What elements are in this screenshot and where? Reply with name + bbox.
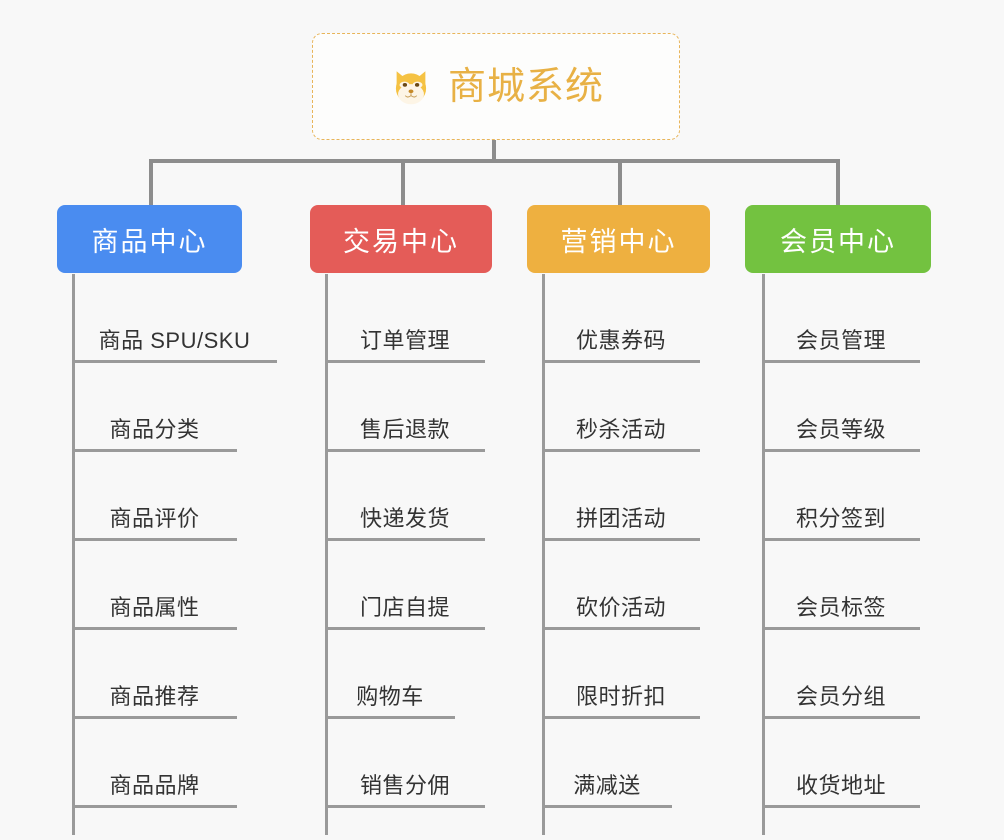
leaf-item[interactable]: 售后退款 xyxy=(325,363,485,452)
branch-drop-connector-3 xyxy=(618,159,622,206)
branch-drop-connector-2 xyxy=(401,159,405,206)
leaf-label: 商品 SPU/SKU xyxy=(98,327,251,353)
leaf-item[interactable]: 商品分类 xyxy=(72,363,237,452)
branch-label-1: 商品中心 xyxy=(91,226,208,257)
leaf-item[interactable]: 会员等级 xyxy=(762,363,920,452)
leaf-label: 满减送 xyxy=(573,772,641,798)
branch-drop-connector-1 xyxy=(149,159,153,206)
branch-box-1[interactable]: 商品中心 xyxy=(57,205,242,273)
leaf-label: 商品属性 xyxy=(109,594,200,620)
dog-face-icon xyxy=(395,70,427,104)
leaf-label: 商品评价 xyxy=(109,505,200,531)
branch-label-2: 交易中心 xyxy=(343,226,459,257)
horizontal-bus-connector xyxy=(149,159,840,163)
leaf-item[interactable]: 积分签到 xyxy=(762,452,920,541)
leaf-label: 秒杀活动 xyxy=(575,416,666,442)
leaf-label: 会员管理 xyxy=(795,327,886,353)
leaf-label: 购物车 xyxy=(356,683,424,709)
root-stem-connector xyxy=(492,140,496,163)
branch-label-4: 会员中心 xyxy=(780,226,896,257)
leaf-item[interactable]: 会员管理 xyxy=(762,274,920,363)
leaf-item[interactable]: 会员分组 xyxy=(762,630,920,719)
leaf-label: 商品推荐 xyxy=(109,683,200,709)
leaf-trunk-4 xyxy=(762,274,765,835)
leaf-item[interactable]: 会员标签 xyxy=(762,541,920,630)
leaf-item[interactable]: 商品 SPU/SKU xyxy=(72,274,277,363)
leaf-item[interactable]: 商品推荐 xyxy=(72,630,237,719)
leaf-label: 优惠券码 xyxy=(575,327,666,353)
leaf-label: 门店自提 xyxy=(359,594,450,620)
leaf-item[interactable]: 商品属性 xyxy=(72,541,237,630)
leaf-label: 砍价活动 xyxy=(575,594,666,620)
leaf-item[interactable]: 快递发货 xyxy=(325,452,485,541)
leaf-trunk-3 xyxy=(542,274,545,835)
branch-box-3[interactable]: 营销中心 xyxy=(527,205,710,273)
leaf-item[interactable]: 商品品牌 xyxy=(72,719,237,808)
leaf-label: 收货地址 xyxy=(795,772,886,798)
leaf-item[interactable]: 优惠券码 xyxy=(542,274,700,363)
leaf-item[interactable]: 订单管理 xyxy=(325,274,485,363)
leaf-label: 快递发货 xyxy=(359,505,450,531)
leaf-label: 商品品牌 xyxy=(109,772,200,798)
leaf-label: 会员等级 xyxy=(795,416,886,442)
leaf-label: 会员分组 xyxy=(795,683,886,709)
branch-label-3: 营销中心 xyxy=(560,226,677,257)
leaf-item[interactable]: 拼团活动 xyxy=(542,452,700,541)
branch-box-4[interactable]: 会员中心 xyxy=(745,205,931,273)
leaf-item[interactable]: 收货地址 xyxy=(762,719,920,808)
leaf-item[interactable]: 限时折扣 xyxy=(542,630,700,719)
leaf-label: 积分签到 xyxy=(795,505,886,531)
leaf-label: 会员标签 xyxy=(795,594,886,620)
leaf-item[interactable]: 销售分佣 xyxy=(325,719,485,808)
root-title: 商城系统 xyxy=(447,65,604,108)
leaf-label: 商品分类 xyxy=(109,416,200,442)
branch-drop-connector-4 xyxy=(836,159,840,206)
root-node[interactable]: 商城系统 xyxy=(312,33,680,140)
leaf-item[interactable]: 秒杀活动 xyxy=(542,363,700,452)
leaf-label: 拼团活动 xyxy=(575,505,666,531)
leaf-label: 销售分佣 xyxy=(359,772,450,798)
leaf-item[interactable]: 砍价活动 xyxy=(542,541,700,630)
leaf-item[interactable]: 门店自提 xyxy=(325,541,485,630)
leaf-item[interactable]: 商品评价 xyxy=(72,452,237,541)
leaf-label: 订单管理 xyxy=(359,327,450,353)
leaf-label: 限时折扣 xyxy=(575,683,666,709)
leaf-item[interactable]: 满减送 xyxy=(542,719,672,808)
leaf-trunk-1 xyxy=(72,274,75,835)
leaf-label: 售后退款 xyxy=(359,416,450,442)
leaf-trunk-2 xyxy=(325,274,328,835)
leaf-item[interactable]: 购物车 xyxy=(325,630,455,719)
branch-box-2[interactable]: 交易中心 xyxy=(310,205,492,273)
